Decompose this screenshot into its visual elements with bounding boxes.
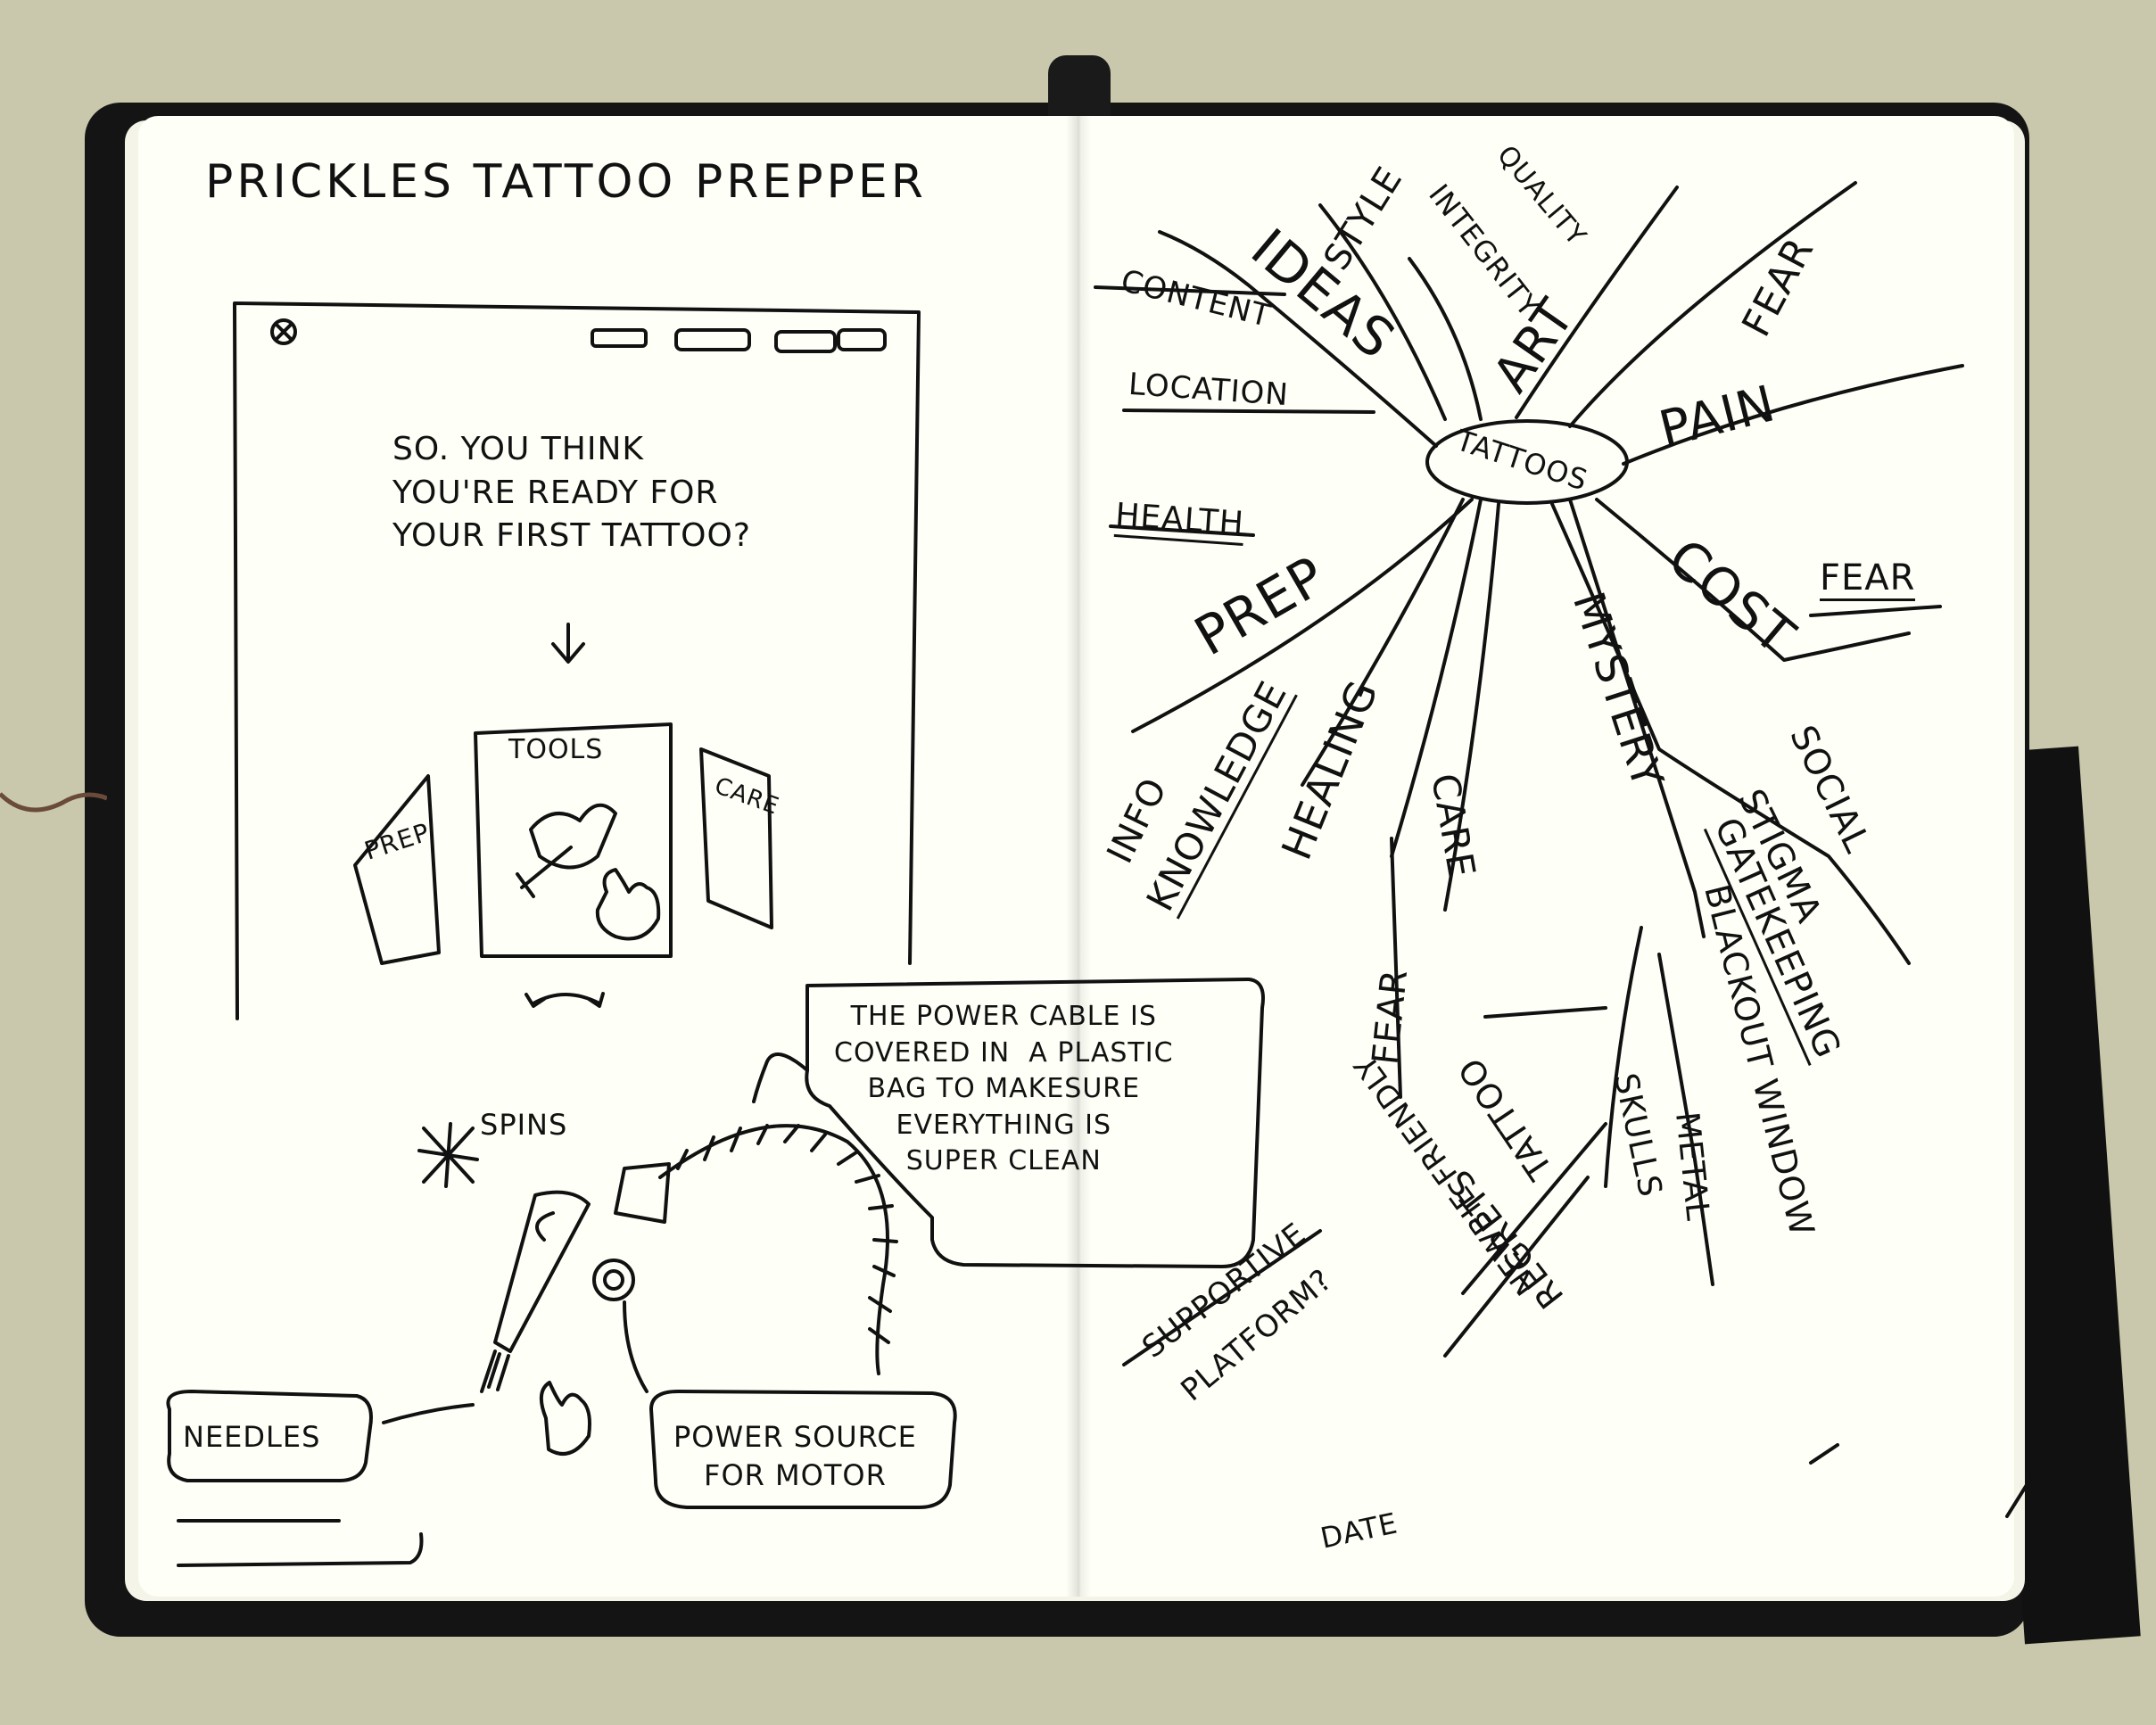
wireframe-headline: SO. YOU THINK YOU'RE READY FOR YOUR FIRS… (392, 431, 751, 555)
card-right-outline (699, 747, 773, 929)
nav-tab-4 (837, 328, 887, 351)
needles-label: NEEDLES (183, 1420, 321, 1454)
spins-icon (417, 1122, 479, 1188)
wireframe-frame (233, 301, 921, 1020)
needles-bubble (166, 1390, 373, 1482)
nav-tab-1 (591, 328, 648, 348)
right-page (1078, 116, 2014, 1597)
cable-callout-text: THE POWER CABLE IS COVERED IN A PLASTIC … (834, 1001, 1174, 1176)
swipe-arrow-icon (525, 992, 605, 1008)
nav-tab-3 (774, 330, 837, 353)
down-arrow-icon (551, 623, 585, 664)
close-icon (270, 318, 297, 345)
callout-bubble (805, 978, 1265, 1268)
nav-tab-2 (674, 328, 751, 351)
card-center-outline (474, 722, 673, 958)
notebook-title: PRICKLES TATTOO PREPPER (205, 155, 927, 209)
card-left-outline (353, 774, 441, 965)
card-label-tools[interactable]: TOOLS (508, 734, 604, 765)
tattoo-machine (493, 1190, 591, 1353)
branch-fear-right: FEAR (1820, 560, 1916, 601)
power-source-label: POWER SOURCE FOR MOTOR (673, 1420, 917, 1493)
bookmark-string (0, 792, 107, 813)
spins-label: SPINS (480, 1108, 568, 1142)
page-gutter (1066, 116, 1091, 1597)
power-bubble (649, 1390, 957, 1509)
left-page (138, 116, 1078, 1597)
